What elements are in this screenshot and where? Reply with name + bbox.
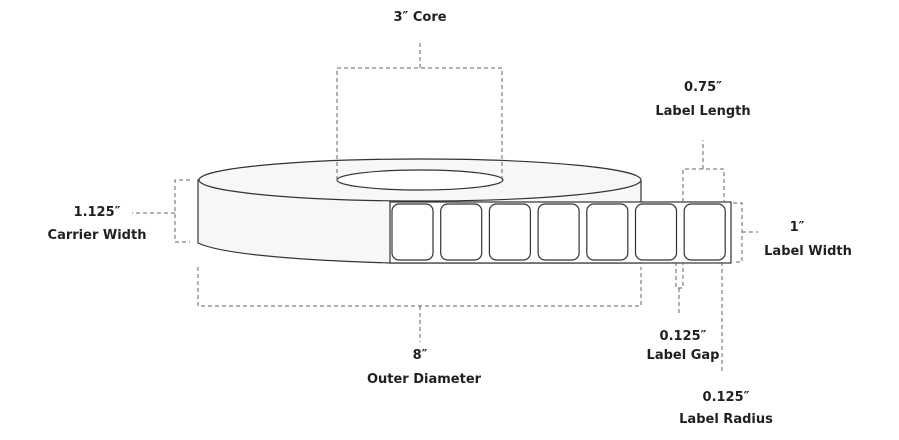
label <box>440 203 483 261</box>
label-gap-dimension <box>675 262 684 316</box>
label <box>391 203 434 261</box>
label-length-text: Label Length <box>655 104 751 119</box>
core-dimension <box>336 40 503 180</box>
label <box>586 203 629 261</box>
label <box>634 203 678 261</box>
label <box>537 203 580 261</box>
label-width-dimension <box>733 202 758 263</box>
carrier-width-text: Carrier Width <box>47 228 147 243</box>
core-value: 3″ <box>393 10 409 25</box>
roll-core <box>336 169 504 191</box>
outer-diameter-text: Outer Diameter <box>366 372 482 387</box>
label-gap-value: 0.125″ <box>659 329 707 344</box>
carrier-width-dimension <box>132 179 190 243</box>
label-width-value: 1″ <box>789 220 805 235</box>
core-text: Core <box>412 10 447 25</box>
label <box>683 203 726 261</box>
carrier-width-value: 1.125″ <box>73 205 121 220</box>
label-gap-text: Label Gap <box>646 348 720 363</box>
label-radius-text: Label Radius <box>679 412 773 427</box>
label-radius-value: 0.125″ <box>702 390 750 405</box>
label-length-dimension <box>682 140 725 202</box>
outer-diameter-dimension <box>197 267 642 342</box>
core-label: 3″ Core <box>393 10 446 26</box>
label-length-value: 0.75″ <box>684 80 722 95</box>
label-width-text: Label Width <box>764 244 852 259</box>
outer-diameter-value: 8″ <box>412 348 428 363</box>
label <box>488 203 531 261</box>
